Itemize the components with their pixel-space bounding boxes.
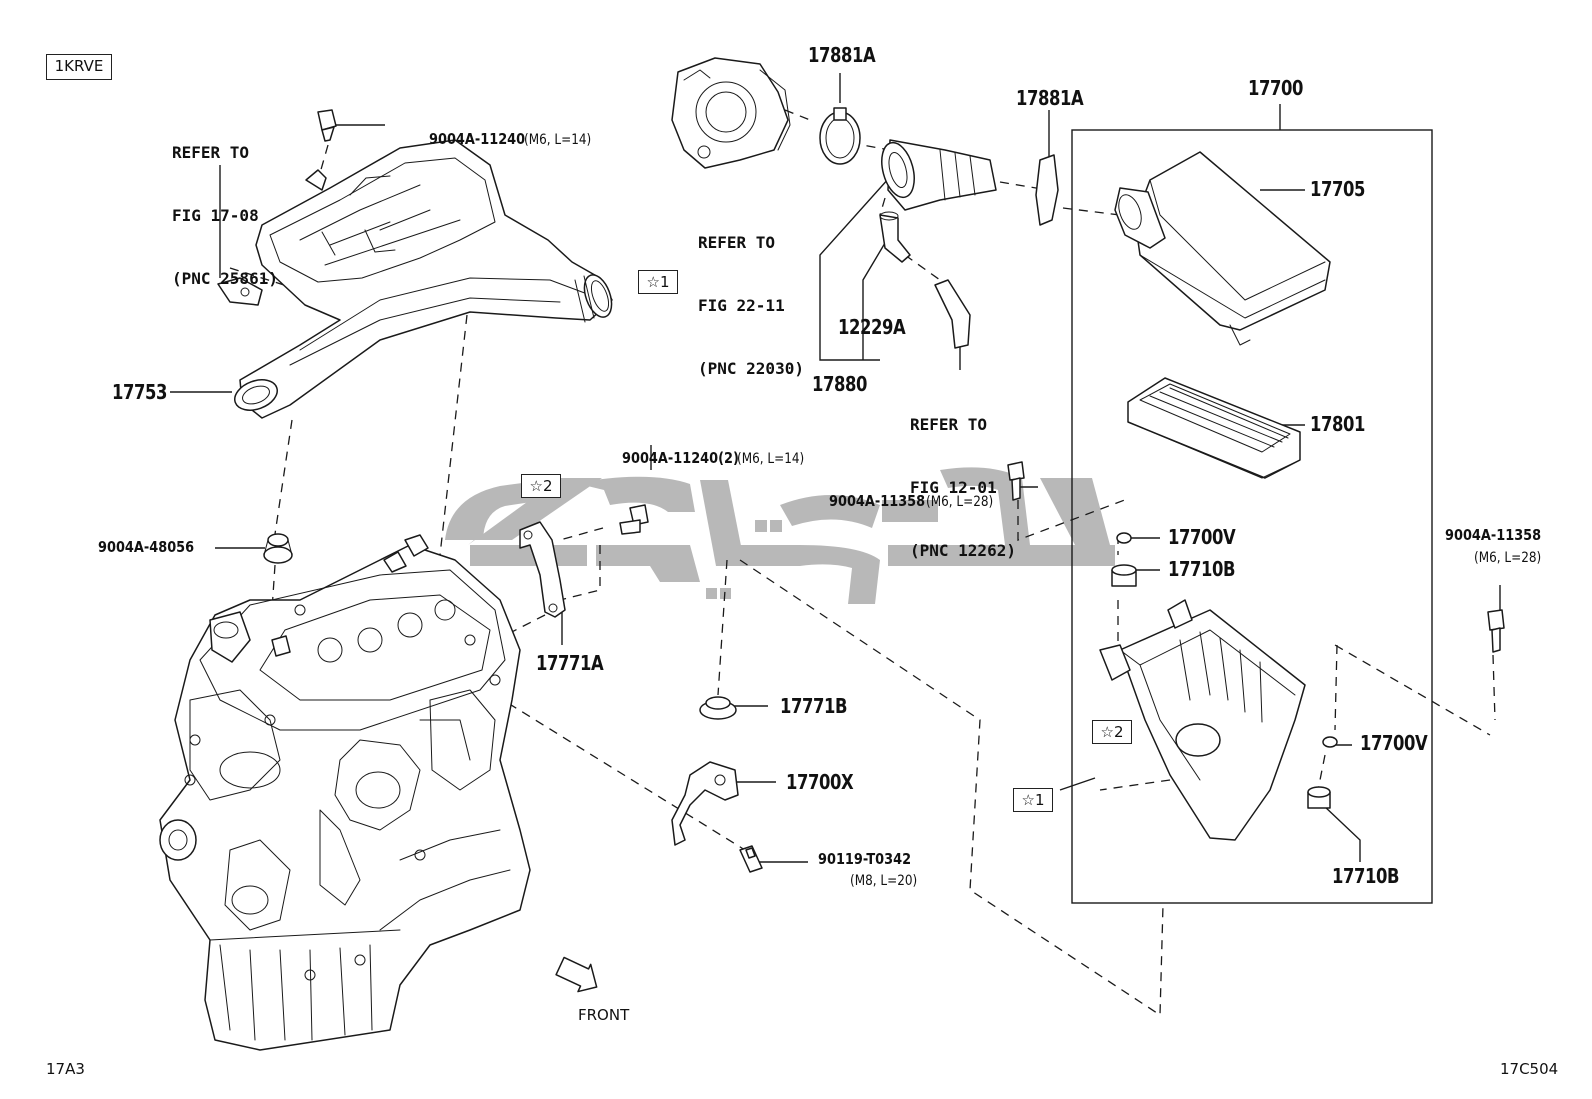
pnc-17710B-2: 17710B	[1332, 864, 1400, 888]
bolt-9004A-11240-top	[317, 109, 337, 142]
clamp-17881A-2	[1035, 154, 1059, 226]
star1-box-top: ☆1	[638, 270, 678, 294]
bolt-callout-1: 9004A-11240(M6, L=14)	[390, 115, 602, 163]
bracket-17700X	[671, 761, 739, 846]
engine-code-box: 1KRVE	[46, 54, 112, 80]
pnc-17881A-1: 17881A	[808, 43, 876, 67]
pnc-17753: 17753	[112, 380, 168, 404]
bolt-9004A-11358-right	[1487, 609, 1505, 653]
bolt-9004A-11358-center	[1007, 461, 1025, 501]
star2-box-right: ☆2	[1092, 720, 1132, 744]
refer-hose-line3: (PNC 12262)	[910, 541, 1016, 560]
refer-hose-line1: REFER TO	[910, 415, 988, 434]
air-filter-element-17801	[1127, 377, 1301, 479]
pnc-17700X: 17700X	[786, 770, 854, 794]
bolt-spec-3: (M6, L=28)	[926, 494, 994, 510]
pnc-17700V-1: 17700V	[1168, 525, 1236, 549]
bolt-spec-5: (M8, L=20)	[850, 873, 918, 889]
pnc-17700: 17700	[1248, 76, 1304, 100]
grommet-code: 9004A-48056	[98, 538, 195, 556]
pnc-17881A-2: 17881A	[1016, 86, 1084, 110]
vent-hose-12229A	[879, 211, 971, 349]
pnc-17705: 17705	[1310, 177, 1366, 201]
pnc-17880: 17880	[812, 372, 868, 396]
refer-resonator: REFER TO FIG 17-08 (PNC 25861)	[172, 100, 278, 331]
refer-throttle-line1: REFER TO	[698, 233, 776, 252]
refer-hose-line2: FIG 12-01	[910, 478, 997, 497]
bolt-code-2: 9004A-11240(2)	[621, 449, 739, 467]
refer-resonator-line1: REFER TO	[172, 143, 250, 162]
engine-block	[159, 534, 531, 1051]
bolt-90119-T0342	[739, 845, 763, 873]
front-label: FRONT	[578, 1006, 630, 1024]
refer-hose: REFER TO FIG 12-01 (PNC 12262)	[910, 372, 1016, 603]
cushion-17710B-upper	[1111, 564, 1137, 587]
air-cleaner-case	[1099, 599, 1306, 841]
pnc-17710B-1: 17710B	[1168, 557, 1236, 581]
grommet-17771B	[699, 696, 737, 720]
sheet-code-right: 17C504	[1500, 1060, 1559, 1078]
refer-throttle-line3: (PNC 22030)	[698, 359, 804, 378]
intake-duct-17753	[217, 139, 613, 419]
sheet-code-left: 17A3	[46, 1060, 85, 1078]
bolt-callout-3: 9004A-11358(M6, L=28)	[790, 477, 1004, 525]
refer-resonator-line2: FIG 17-08	[172, 206, 259, 225]
grommet-9004A-48056	[263, 533, 293, 564]
pnc-17771B: 17771B	[780, 694, 848, 718]
intake-hose-17880	[881, 139, 997, 211]
star1-box-bottom: ☆1	[1013, 788, 1053, 812]
bolt-code-4: 9004A-11358	[1445, 526, 1542, 544]
star2-box-left: ☆2	[521, 474, 561, 498]
bolt-callout-2: 9004A-11240(2)(M6, L=14)	[583, 434, 816, 482]
bolt-spec-1: (M6, L=14)	[524, 132, 592, 148]
bolt-code-5: 90119-T0342	[818, 850, 912, 868]
clamp-17881A-1	[819, 107, 861, 165]
front-direction-arrow	[555, 956, 598, 993]
throttle-body	[671, 57, 791, 169]
bolt-code-3: 9004A-11358	[828, 492, 925, 510]
grommet-17700V-upper	[1116, 532, 1132, 544]
grommet-17700V-lower	[1322, 736, 1338, 748]
pnc-17771A: 17771A	[536, 651, 604, 675]
bracket-17771A	[519, 504, 649, 618]
pnc-17801: 17801	[1310, 412, 1366, 436]
refer-throttle: REFER TO FIG 22-11 (PNC 22030)	[698, 190, 804, 421]
bolt-code-1: 9004A-11240	[428, 130, 525, 148]
air-cleaner-group-frame	[1071, 104, 1433, 904]
pnc-17700V-2: 17700V	[1360, 731, 1428, 755]
air-cleaner-cap-17705	[1114, 151, 1331, 346]
bolt-spec-2: (M6, L=14)	[737, 451, 805, 467]
bolt-spec-4: (M6, L=28)	[1474, 550, 1542, 566]
cushion-17710B-lower	[1307, 786, 1331, 809]
pnc-12229A: 12229A	[838, 315, 906, 339]
refer-throttle-line2: FIG 22-11	[698, 296, 785, 315]
refer-resonator-line3: (PNC 25861)	[172, 269, 278, 288]
